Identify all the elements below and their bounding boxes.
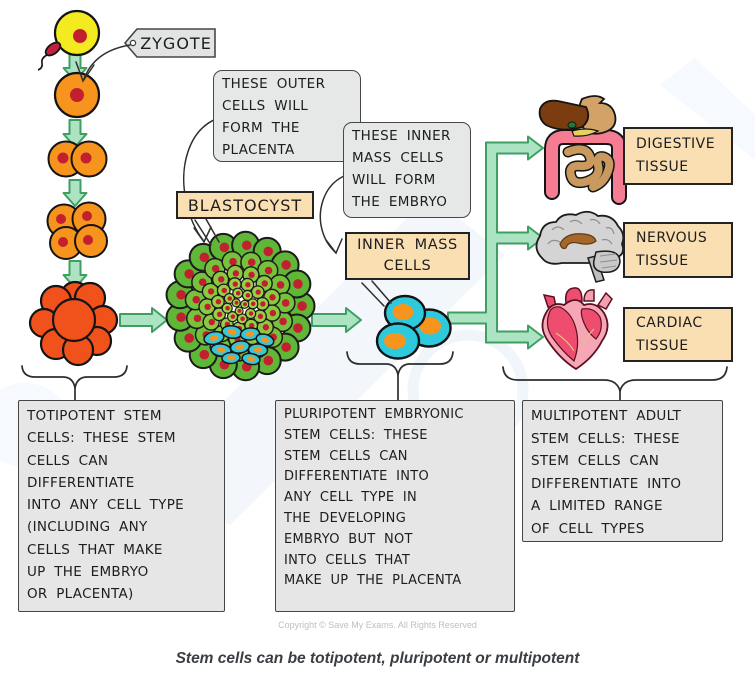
pluripotent-description: PLURIPOTENT EMBRYONIC STEM CELLS: THESE … (275, 400, 515, 612)
branch-tree-arrow (447, 135, 544, 350)
egg-cell-icon (53, 9, 101, 57)
nervous-tissue-label: NERVOUS TISSUE (623, 222, 733, 278)
copyright-text: Copyright © Save My Exams. All Rights Re… (278, 620, 477, 630)
morula (28, 280, 119, 367)
outer-cells-pointer-head (193, 226, 212, 244)
cardiac-tissue-label: CARDIAC TISSUE (623, 307, 733, 362)
inner-mass-pointer-curve (319, 175, 345, 253)
imc-label-pointer (371, 280, 392, 304)
blastocyst-label: BLASTOCYST (176, 191, 314, 219)
brain-illustration (535, 210, 625, 283)
flow-arrow-blastocyst-imc (311, 307, 362, 333)
digestive-tissue-label: DIGESTIVE TISSUE (623, 127, 733, 185)
brace-totipotent (21, 365, 128, 389)
two-cell-stage (47, 140, 108, 178)
four-cell-stage (46, 201, 108, 260)
blastocyst-inner-mass (203, 324, 275, 366)
multipotent-description: MULTIPOTENT ADULT STEM CELLS: THESE STEM… (522, 400, 723, 542)
down-arrow (62, 260, 88, 289)
inner-mass-callout: THESE INNER MASS CELLS WILL FORM THE EMB… (343, 122, 471, 218)
flow-arrow-morula-blastocyst (119, 307, 168, 333)
inner-mass-pointer-head (325, 238, 343, 255)
caption-text: Stem cells can be totipotent, pluripoten… (175, 650, 580, 667)
brace-multipotent (502, 366, 728, 395)
zygote-pointer-head (75, 61, 95, 83)
blastocyst-pointer (205, 218, 220, 243)
zygote-label: ZYGOTE (140, 33, 212, 53)
down-arrow (62, 119, 88, 148)
zygote-tag-shape (123, 28, 216, 58)
inner-mass-cells-illustration (375, 294, 452, 360)
heart-illustration (541, 287, 613, 371)
zygote-cell (53, 71, 101, 119)
totipotent-description: TOTIPOTENT STEM CELLS: THESE STEM CELLS … (18, 400, 225, 612)
outer-cells-pointer-curve (183, 118, 217, 241)
down-arrow (62, 179, 88, 207)
braces (21, 351, 728, 402)
zygote-pointer-curve (83, 44, 131, 80)
imc-label-pointer (361, 282, 385, 307)
inner-mass-cells-label: INNER MASS CELLS (345, 232, 470, 280)
sperm-icon (37, 41, 62, 71)
blastocyst-pointer (194, 219, 212, 246)
outer-cells-callout: THESE OUTER CELLS WILL FORM THE PLACENTA (213, 70, 361, 162)
digestive-system-illustration (538, 95, 627, 205)
